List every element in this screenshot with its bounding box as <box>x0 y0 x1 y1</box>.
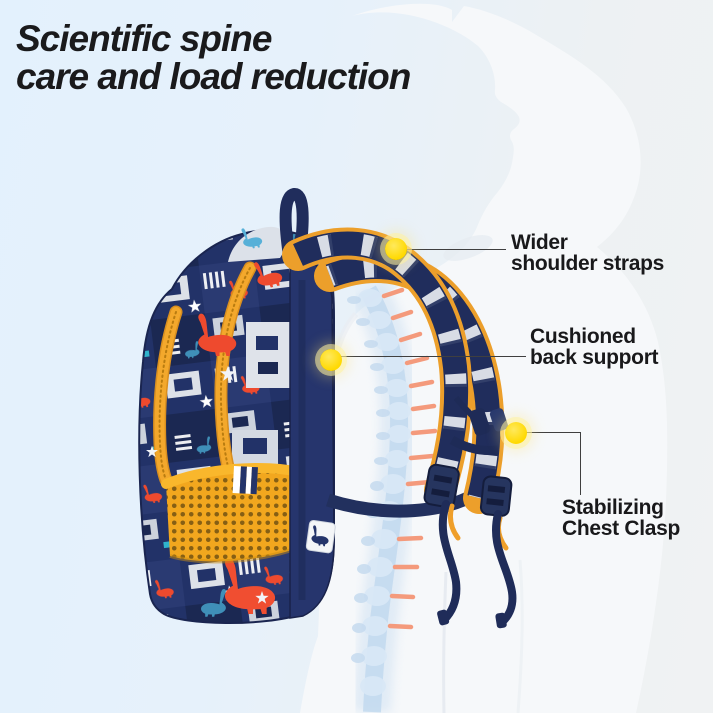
shoulder-strap-assembly <box>282 227 517 629</box>
carry-handle <box>279 188 309 262</box>
page-title: Scientific spine care and load reduction <box>16 18 411 97</box>
callout-back-support-line2: back support <box>530 346 659 369</box>
print-patches <box>232 322 290 464</box>
callout-line-shoulder-straps <box>404 249 506 250</box>
strap-buckle-right <box>479 475 513 517</box>
highlight-dot-chest-clasp-icon <box>505 422 527 444</box>
pocket-tab <box>232 466 258 495</box>
callout-line-chest-clasp <box>524 432 581 495</box>
back-support-panel <box>289 262 335 619</box>
callout-chest-clasp-line2: Chest Clasp <box>562 517 681 540</box>
shoulder-strap-near <box>282 227 473 506</box>
neck-shadow <box>443 235 493 261</box>
highlight-dot-shoulder-strap-icon <box>385 238 407 260</box>
highlight-dot-back-support-icon <box>320 349 342 371</box>
leg-crease <box>442 571 448 713</box>
callout-chest-clasp-line1: Stabilizing <box>562 496 664 519</box>
callout-shoulder-straps: Wider shoulder straps <box>511 232 664 274</box>
callout-chest-clasp: Stabilizing Chest Clasp <box>562 497 680 539</box>
strap-tails <box>437 500 517 629</box>
mesh-pocket <box>161 463 305 564</box>
callout-line-back-support <box>340 356 526 357</box>
title-line-2: care and load reduction <box>16 56 411 97</box>
callout-shoulder-straps-line2: shoulder straps <box>511 252 665 275</box>
backpack <box>138 188 336 624</box>
strap-buckle-left <box>423 463 460 509</box>
zippers <box>153 261 257 487</box>
callout-back-support: Cushioned back support <box>530 325 659 369</box>
callout-shoulder-straps-line1: Wider <box>511 231 568 254</box>
callout-back-support-line1: Cushioned <box>530 325 636 348</box>
chest-clasp <box>449 396 508 455</box>
title-line-1: Scientific spine <box>16 18 272 59</box>
logo-tag <box>305 520 336 554</box>
